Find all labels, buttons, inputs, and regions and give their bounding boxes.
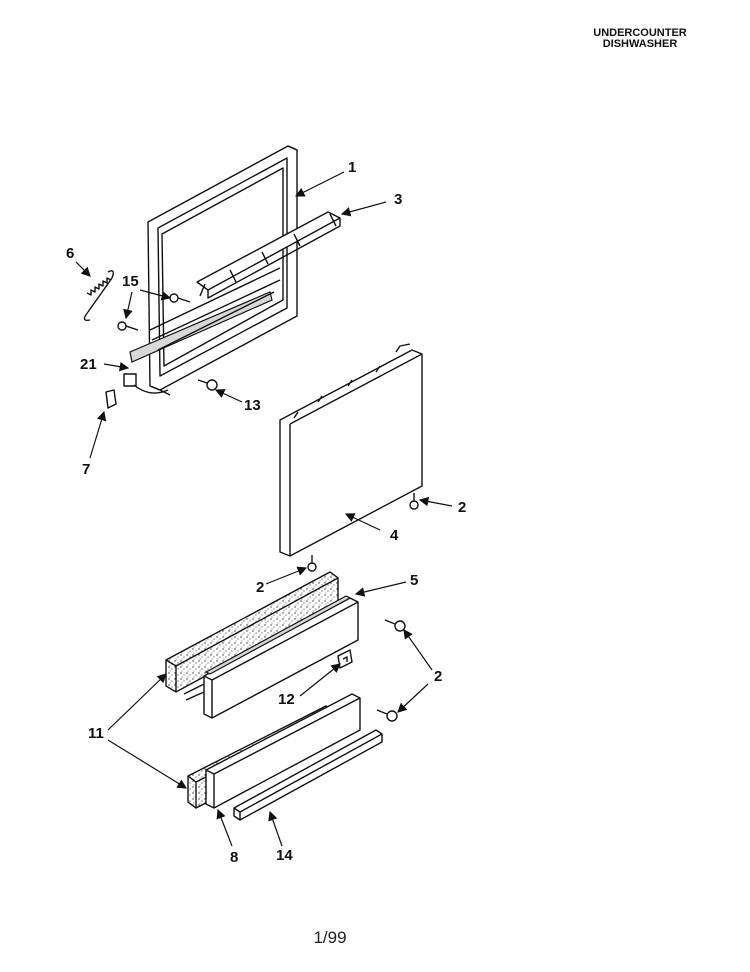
screw-2-d — [376, 709, 398, 722]
callout-8: 8 — [230, 849, 238, 866]
toe-panel-trim — [233, 729, 383, 821]
callout-2-c: 2 — [434, 668, 442, 685]
callout-3: 3 — [394, 191, 402, 208]
callout-11: 11 — [88, 725, 104, 742]
inner-door-frame — [123, 145, 298, 396]
callout-14: 14 — [276, 847, 293, 864]
hinge-clip-7 — [105, 389, 117, 409]
screw-2-b — [307, 555, 317, 572]
header-line-1: UNDERCOUNTER — [593, 27, 687, 39]
callout-2-b: 2 — [256, 579, 264, 596]
page-footer-date: 1/99 — [313, 928, 347, 947]
callout-7: 7 — [82, 461, 90, 478]
leader-lines — [75, 171, 453, 847]
callout-4: 4 — [390, 527, 399, 544]
callout-5: 5 — [410, 572, 418, 589]
outer-door-panel — [279, 343, 423, 557]
access-panel — [183, 595, 359, 719]
screw-15-b — [117, 321, 139, 331]
callout-1: 1 — [348, 159, 356, 176]
callout-13: 13 — [244, 397, 261, 414]
screw-13 — [197, 379, 218, 391]
callout-21: 21 — [80, 356, 97, 373]
callout-12: 12 — [278, 691, 295, 708]
callout-6: 6 — [66, 245, 74, 262]
latch-strike-bracket — [196, 211, 341, 299]
screw-2-a — [409, 493, 419, 510]
header-line-2: DISHWASHER — [602, 38, 678, 50]
toe-panel — [205, 693, 361, 809]
screw-15-a — [169, 293, 191, 303]
panel-clip-12 — [337, 649, 353, 669]
door-spring — [83, 270, 115, 322]
callout-15: 15 — [122, 273, 139, 290]
callout-2-a: 2 — [458, 499, 466, 516]
screw-2-c — [384, 619, 406, 632]
diagram-header: UNDERCOUNTER DISHWASHER — [560, 28, 720, 50]
